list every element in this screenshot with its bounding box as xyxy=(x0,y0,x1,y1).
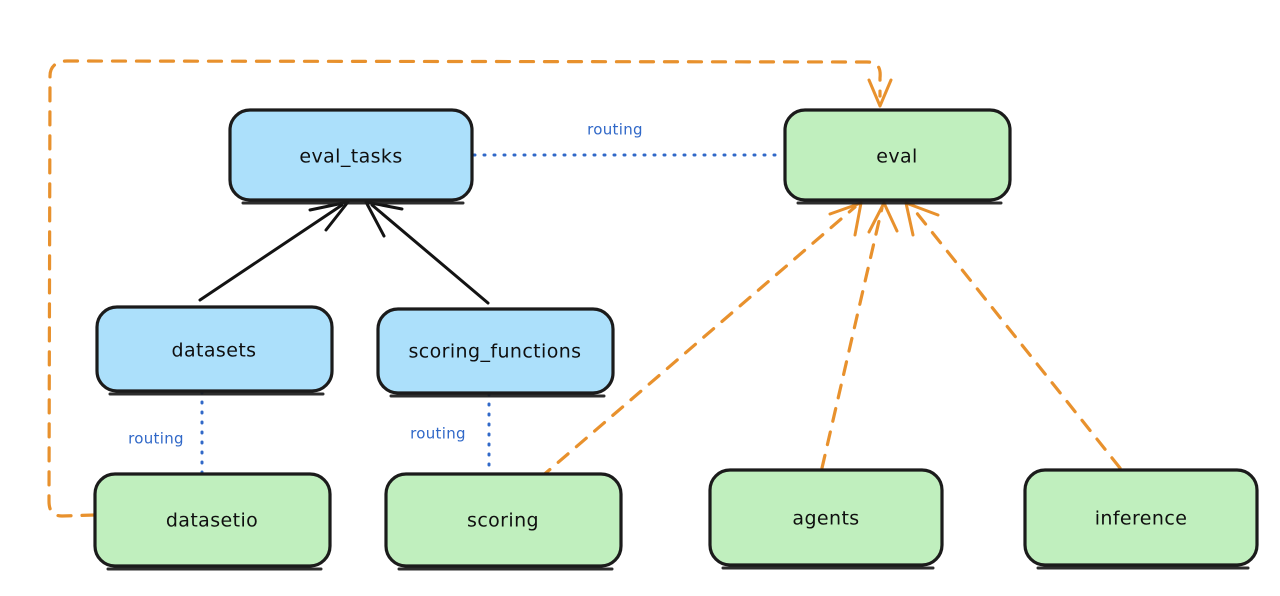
node-datasets[interactable]: datasets xyxy=(95,305,334,396)
node-scoring_functions-label: scoring_functions xyxy=(409,341,582,363)
edge-datasetio-to-eval xyxy=(47,59,893,518)
node-eval_tasks[interactable]: eval_tasks xyxy=(228,108,474,205)
node-datasetio[interactable]: datasetio xyxy=(93,472,332,571)
edge-label-routing-datasetio: routing xyxy=(128,430,184,448)
edge-label-routing-eval: routing xyxy=(587,121,643,139)
node-agents-label: agents xyxy=(792,508,859,530)
node-eval-box[interactable] xyxy=(783,108,1012,202)
node-scoring_functions[interactable]: scoring_functions xyxy=(376,307,615,398)
node-eval-label: eval xyxy=(876,146,917,168)
node-datasets-box[interactable] xyxy=(95,305,334,393)
node-eval_tasks-box[interactable] xyxy=(228,108,474,202)
node-inference-box[interactable] xyxy=(1023,468,1259,567)
node-datasetio-box[interactable] xyxy=(93,472,332,568)
node-scoring[interactable]: scoring xyxy=(384,472,623,571)
node-datasets-label: datasets xyxy=(172,340,257,362)
node-inference[interactable]: inference xyxy=(1023,468,1259,570)
edge-scoring_functions-to-eval_tasks xyxy=(364,200,490,305)
edge-datasets-to-eval_tasks xyxy=(198,200,350,302)
node-datasetio-label: datasetio xyxy=(166,510,258,532)
edge-inference-to-eval xyxy=(904,201,1122,470)
node-agents[interactable]: agents xyxy=(708,468,944,570)
node-eval_tasks-label: eval_tasks xyxy=(299,146,402,168)
edge-agents-to-eval xyxy=(820,201,899,470)
node-scoring_functions-box[interactable] xyxy=(376,307,615,395)
node-agents-box[interactable] xyxy=(708,468,944,567)
edge-label-routing-scoring: routing xyxy=(410,425,466,443)
node-scoring-label: scoring xyxy=(467,510,539,532)
node-inference-label: inference xyxy=(1095,508,1188,530)
node-scoring-box[interactable] xyxy=(384,472,623,568)
node-eval[interactable]: eval xyxy=(783,108,1012,205)
